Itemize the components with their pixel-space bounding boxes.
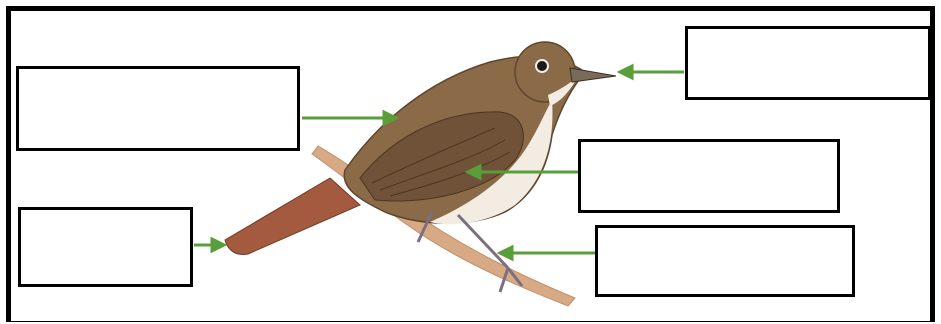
label-box-beak[interactable] [685,26,931,100]
bird-tail [225,178,360,254]
arrow-tail-head [212,239,224,251]
label-box-body[interactable] [16,66,300,151]
bird-eye [536,60,548,72]
bird-beak [570,68,616,82]
arrow-beak-head [620,66,632,78]
label-box-feet[interactable] [595,225,855,297]
label-box-wing[interactable] [578,139,840,213]
label-box-tail[interactable] [18,207,193,287]
arrow-feet-head [500,247,512,259]
